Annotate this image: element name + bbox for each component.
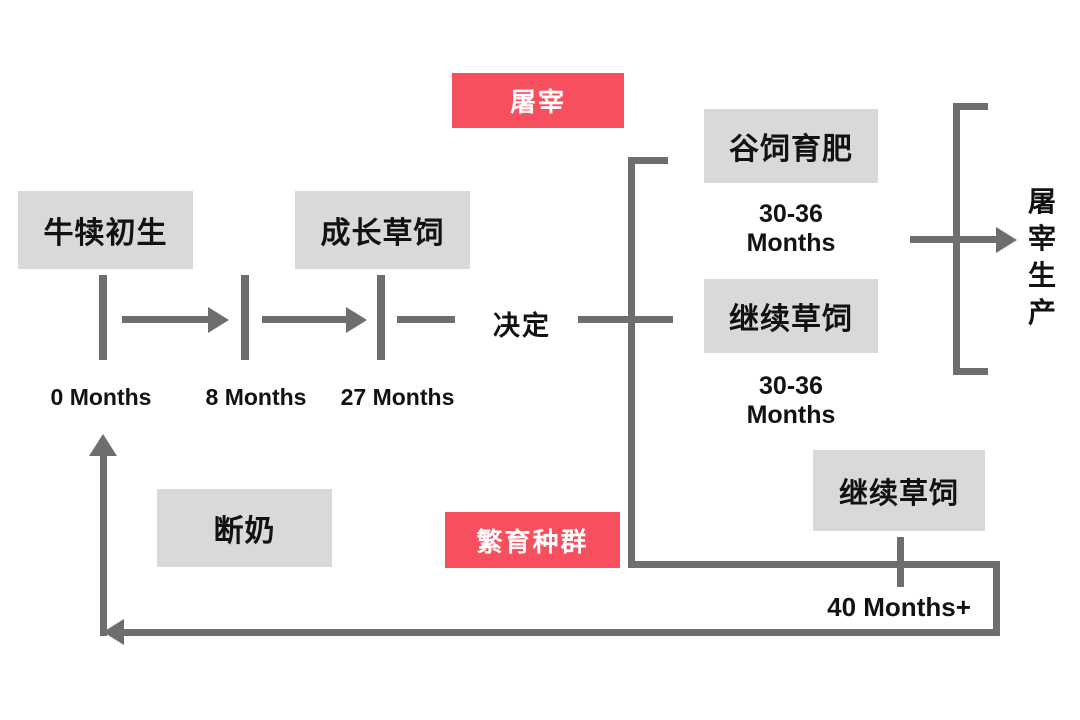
slaughter-production-label: 屠宰生产	[1027, 186, 1056, 328]
segment-to-decision	[397, 316, 455, 323]
timeline-tick-0	[99, 275, 107, 360]
node-growing-grass-fed: 成长草饲	[295, 191, 470, 269]
timeline-arrow1-head-icon	[208, 307, 229, 333]
branch-spine	[628, 157, 635, 568]
timeline-tick-27	[377, 275, 385, 360]
loop-up-arrow-head-icon	[89, 434, 117, 456]
timeline-arrow2-shaft	[262, 316, 346, 323]
timeline-arrow1-shaft	[122, 316, 208, 323]
production-arrow-shaft	[910, 236, 998, 243]
grass-fed-duration-label: 30-36 Months	[746, 372, 836, 429]
node-continue-grass-fed-lower: 继续草饲	[813, 450, 985, 531]
loop-bottom-line	[122, 629, 1000, 636]
bracket-bottom-stub	[953, 368, 988, 375]
lower-node-tick	[897, 537, 904, 587]
decision-label: 决定	[493, 311, 551, 341]
node-grain-fed-fattening: 谷饲育肥	[704, 109, 878, 183]
branch-bottom-line	[628, 561, 1000, 568]
breeding-duration-label: 40 Months+	[827, 592, 971, 622]
node-calf-birth: 牛犊初生	[18, 191, 193, 269]
timeline-label-27-months: 27 Months	[340, 384, 455, 410]
timeline-arrow2-head-icon	[346, 307, 367, 333]
timeline-label-8-months: 8 Months	[205, 384, 307, 410]
slaughter-branch-label: 屠宰	[452, 73, 624, 128]
timeline-tick-8	[241, 275, 249, 360]
segment-from-decision	[578, 316, 673, 323]
node-weaning: 断奶	[157, 489, 332, 567]
loop-right-vertical	[993, 561, 1000, 636]
loop-up-vertical	[100, 452, 107, 636]
node-continue-grass-fed-upper: 继续草饲	[704, 279, 878, 353]
breeding-branch-label: 繁育种群	[445, 512, 620, 568]
loop-left-arrow-head-icon	[103, 619, 124, 645]
grain-fed-duration-label: 30-36 Months	[746, 200, 836, 257]
bracket-top-stub	[953, 103, 988, 110]
timeline-label-0-months: 0 Months	[50, 384, 152, 410]
branch-top-stub	[628, 157, 668, 164]
production-arrow-head-icon	[996, 227, 1017, 253]
